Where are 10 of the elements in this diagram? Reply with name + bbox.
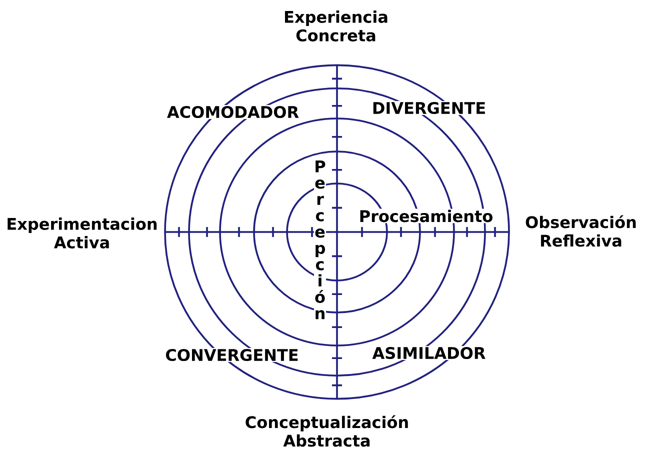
quadrant-label: DIVERGENTE: [370, 100, 488, 116]
quadrant-label: ASIMILADOR: [371, 346, 487, 360]
pole-label: Conceptualización Abstracta: [236, 414, 418, 448]
pole-label: Experiencia Concreta: [275, 10, 397, 42]
quadrant-label: CONVERGENTE: [164, 348, 300, 362]
pole-label: Experimentacion Activa: [1, 216, 163, 250]
pole-label: Observación Reflexiva: [518, 214, 644, 248]
axis-label: Percepción: [314, 159, 326, 323]
axis-label: Procesamiento: [358, 208, 494, 224]
quadrant-label: ACOMODADOR: [166, 104, 300, 120]
